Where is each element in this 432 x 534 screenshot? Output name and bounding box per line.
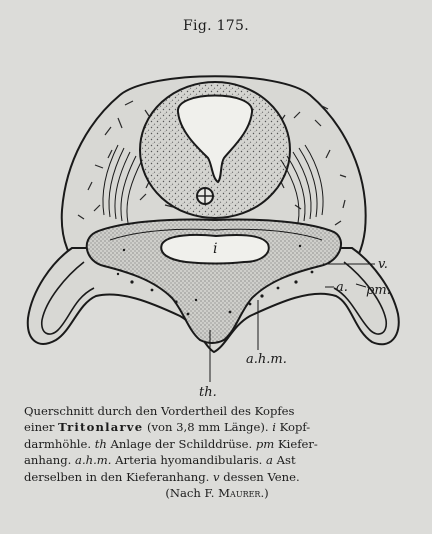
- caption-line-3: darmhöhle. th Anlage der Schilddrüse. pm…: [24, 436, 410, 452]
- caption-line-1: Querschnitt durch den Vordertheil des Ko…: [24, 403, 410, 419]
- caption-line-2: einer Tritonlarve (von 3,8 mm Länge). i …: [24, 419, 410, 435]
- label-v: v.: [378, 257, 388, 272]
- caption-line-6: (Nach F. Maurer.): [24, 485, 410, 501]
- label-a: a.: [336, 280, 348, 295]
- label-th: th.: [199, 385, 217, 400]
- author-name: Maurer: [218, 486, 260, 500]
- label-i: i: [213, 241, 217, 257]
- label-pm: pm.: [366, 283, 391, 298]
- figure-caption: Querschnitt durch den Vordertheil des Ko…: [24, 403, 410, 501]
- species-name: Tritonlarve: [58, 420, 143, 434]
- caption-line-4: anhang. a.h.m. Arteria hyomandibularis. …: [24, 452, 410, 468]
- caption-line-5: derselben in den Kieferanhang. v dessen …: [24, 469, 410, 485]
- label-ahm: a.h.m.: [246, 352, 287, 367]
- notochord-circle: [197, 188, 213, 204]
